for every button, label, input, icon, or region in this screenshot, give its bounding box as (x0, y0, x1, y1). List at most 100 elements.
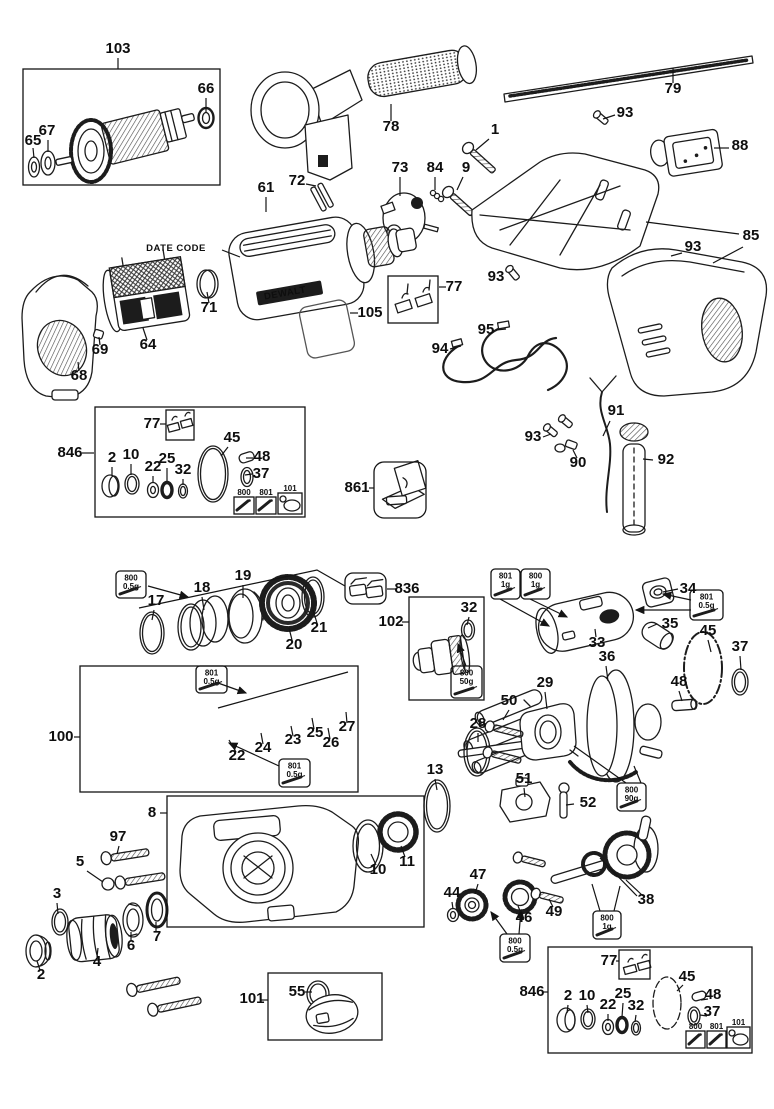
grease-tube-tip (636, 798, 642, 802)
leader-line (449, 345, 462, 350)
spindle-kit-box-102 (408, 596, 485, 701)
part-callout: 45 (679, 968, 696, 985)
pin-93-mid-illustration (505, 264, 520, 281)
grease-amount-label: 1g (501, 580, 510, 589)
part-callout: 25 (615, 985, 632, 1002)
leader-line (566, 1004, 569, 1014)
wire-94-terminal (450, 338, 464, 348)
oring-32-102-inner (463, 622, 473, 638)
cap-kit-box-101 (267, 972, 383, 1041)
motor-housing-61-illustration (228, 216, 417, 321)
part-callout: 22 (600, 996, 617, 1013)
grease-pointer-arrow (147, 585, 190, 599)
part-69-illustration (92, 328, 105, 340)
part-callout: 29 (537, 674, 554, 691)
part-callout: 88 (732, 137, 749, 154)
part-callout: 20 (286, 636, 303, 653)
leader-line (599, 857, 638, 897)
kit-item-frame (255, 496, 277, 515)
part-callout: 10 (123, 446, 140, 463)
kit-item-label: 801 (259, 488, 273, 497)
screws-50-illustration (482, 720, 524, 764)
grease-tube-icon (257, 499, 272, 512)
grease-code-label: 800 (460, 669, 474, 678)
grease-tube-icon (235, 499, 250, 512)
service-kit-box-846 (94, 406, 306, 518)
grease-amount-label: 1g (602, 922, 611, 931)
brush-inset-box-77-bottom (618, 949, 651, 980)
part-callout: 846 (57, 444, 82, 461)
leader-line (138, 569, 346, 609)
kit-item-icon-box: 801 (706, 1022, 727, 1049)
label-105-illustration (298, 299, 356, 359)
part-callout: 47 (470, 866, 487, 883)
leader-line (662, 588, 679, 593)
grease-amount-label: 1g (531, 580, 540, 589)
leader-line (572, 449, 578, 459)
leader-line (305, 183, 317, 187)
kit-item-label: 101 (732, 1018, 746, 1027)
grease-code-label: 800 (124, 574, 138, 583)
part-callout: 77 (601, 952, 618, 969)
part-callout: 90 (570, 454, 587, 471)
ring-71-illustration (196, 269, 219, 299)
grease-pointer-arrow (456, 642, 467, 667)
part-callout: 93 (685, 238, 702, 255)
grease-tube-icon (692, 608, 716, 618)
clip-box-836 (344, 572, 387, 605)
part-callout: 105 (357, 304, 382, 321)
leader-line (434, 778, 438, 791)
switch-88-illustration (649, 128, 723, 177)
kit-item-icon-box: 800 (233, 488, 255, 515)
grease-pointer-arrow (499, 598, 551, 627)
cord-91-illustration (589, 375, 617, 513)
part-callout: 101 (239, 990, 264, 1007)
grease-amount-label: 0.5g (698, 601, 714, 610)
pins-93-90-illustration (542, 414, 573, 438)
leader-line (32, 147, 35, 159)
grease-amount-label: 0.5g (203, 677, 219, 686)
grease-code-label: 800 (529, 572, 543, 581)
cylinder-33-illustration (535, 591, 635, 654)
leader-line (98, 336, 101, 346)
cap-ring-icon (728, 1029, 736, 1037)
wire-95-terminal (496, 320, 511, 330)
leader-line (544, 691, 548, 710)
grease-code-label: 800 (625, 786, 639, 795)
leader-line (312, 609, 318, 624)
part-callout: 93 (488, 268, 505, 285)
part-callout: 2 (108, 449, 116, 466)
grease-box-frame (195, 665, 228, 694)
part-callout: 97 (110, 828, 127, 845)
leader-line (642, 458, 654, 461)
leader-line (290, 725, 294, 737)
part-callout: 11 (399, 853, 415, 870)
part-callout: 24 (255, 739, 272, 756)
kit-case-box-861 (373, 461, 427, 519)
part-callout: 69 (92, 341, 109, 358)
cap-icon (732, 1033, 749, 1046)
grease-tube-icon (198, 681, 220, 691)
leader-line (670, 252, 683, 257)
part-callout: 72 (289, 172, 306, 189)
grease-tube-tip (217, 680, 223, 684)
grease-tube-icon (708, 1033, 722, 1046)
part-callout: 13 (427, 761, 444, 778)
leader-line (244, 473, 253, 476)
part-callout: 49 (546, 903, 563, 920)
part-callout: 48 (705, 986, 722, 1003)
leader-line (288, 627, 293, 641)
part-callout: 32 (628, 997, 645, 1014)
part-callout: 4 (93, 953, 102, 970)
grease-tube-nib (248, 499, 251, 502)
part-callout: 93 (617, 104, 634, 121)
pin-52-illustration (558, 782, 570, 819)
leader-line (621, 1002, 624, 1018)
leader-line (699, 1014, 708, 1017)
leader-line (548, 898, 554, 908)
grease-tube-tip (136, 585, 142, 589)
part-callout: 100 (48, 728, 73, 745)
